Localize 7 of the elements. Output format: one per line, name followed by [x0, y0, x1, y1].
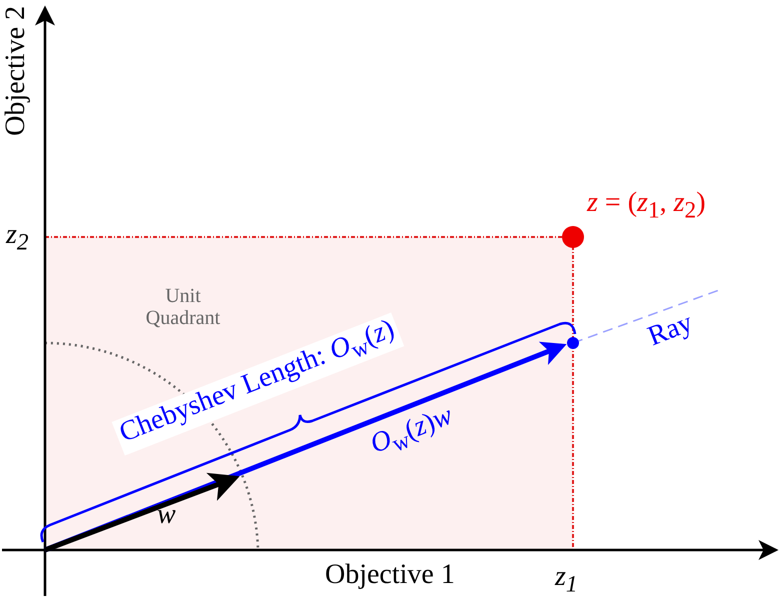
axis-label: Objective 2: [1, 6, 32, 136]
vector-label: w: [157, 500, 176, 531]
ray-label: Ray: [644, 308, 698, 353]
tick-label: z$_{1}$: [555, 562, 578, 598]
point-label: z = (z$_{1}$, z$_{2}$): [587, 188, 706, 224]
axis-label: Objective 1: [325, 560, 455, 591]
tick-label: z$_{2}$: [6, 220, 29, 256]
